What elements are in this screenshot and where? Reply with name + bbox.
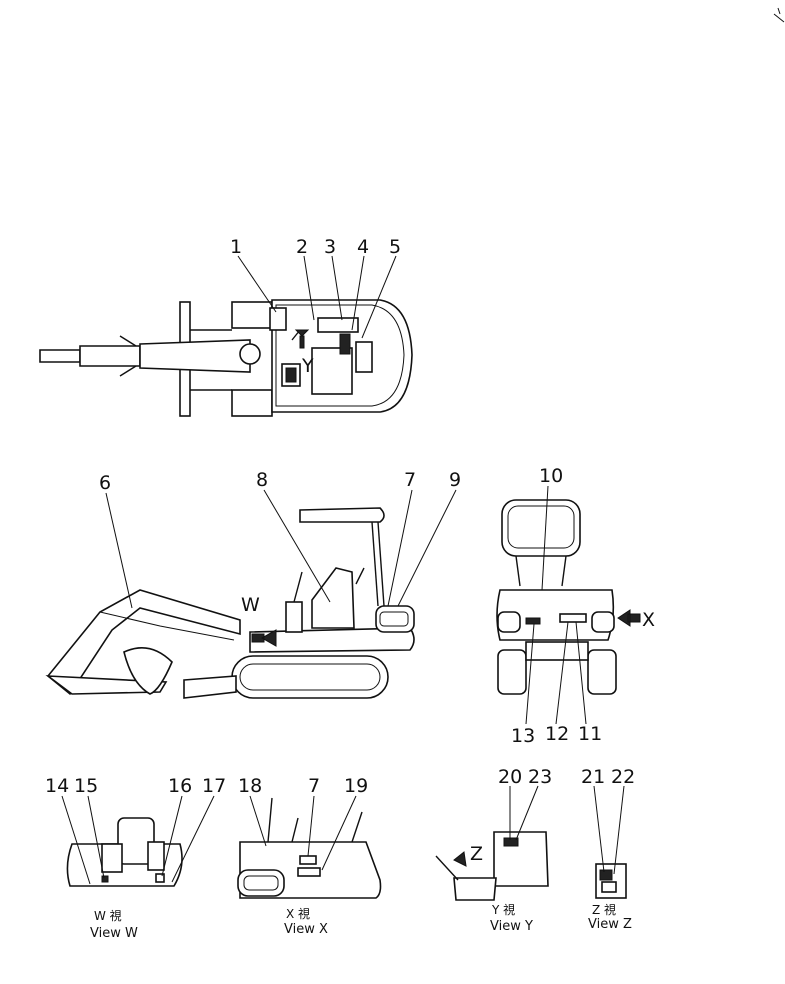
arrow-z-indicator — [453, 851, 467, 867]
callout-20: 20 — [498, 766, 522, 788]
top-left-track-front — [231, 301, 273, 329]
arrow-y-label: Y — [301, 355, 314, 377]
callout-numbers: 1 2 3 4 5 6 7 8 9 10 11 12 13 14 15 16 1… — [45, 236, 635, 797]
callout-3: 3 — [324, 236, 336, 258]
top-bucket — [39, 349, 81, 363]
view-w-leaders — [61, 795, 215, 885]
top-left-track-rear — [231, 389, 273, 417]
callout-22: 22 — [611, 766, 635, 788]
callout-18: 18 — [238, 775, 262, 797]
top-arm — [79, 345, 141, 367]
top-boom — [139, 339, 251, 373]
view-z-machine — [595, 863, 627, 899]
side-seat — [311, 567, 355, 629]
arrow-y-indicator — [294, 329, 310, 349]
side-track — [231, 655, 389, 699]
view-w-jp: W 視 — [94, 908, 122, 923]
callout-6: 6 — [99, 472, 111, 494]
view-z-leaders — [593, 785, 625, 875]
rear-canopy — [501, 499, 581, 557]
view-y-en: View Y — [490, 919, 533, 934]
callout-4: 4 — [357, 236, 369, 258]
callout-1: 1 — [230, 236, 242, 258]
arrow-w-label: W — [241, 594, 260, 616]
view-z-body — [595, 863, 627, 899]
view-x-jp: X 視 — [286, 906, 310, 921]
view-captions: W 視 View W X 視 View X Y 視 View Y Z 視 Vie… — [90, 902, 632, 941]
callout-9: 9 — [449, 469, 461, 491]
view-y-seat — [453, 877, 497, 901]
callout-2: 2 — [296, 236, 308, 258]
view-w-en: View W — [90, 926, 138, 941]
callout-11: 11 — [578, 723, 602, 745]
view-z-en: View Z — [588, 917, 632, 932]
callout-21: 21 — [581, 766, 605, 788]
view-x-leaders — [249, 795, 357, 871]
callout-17: 17 — [202, 775, 226, 797]
side-boom — [46, 589, 241, 696]
side-view-machine: W — [45, 507, 415, 699]
callout-12: 12 — [545, 723, 569, 745]
view-w-machine — [66, 817, 183, 887]
rear-counterweight — [496, 589, 615, 641]
callout-10: 10 — [539, 465, 563, 487]
arrow-x-indicator — [617, 609, 641, 627]
side-blade — [183, 675, 237, 699]
top-leaders — [237, 255, 397, 339]
view-y-body — [493, 831, 549, 887]
callout-14: 14 — [45, 775, 69, 797]
arrow-w-indicator — [251, 629, 277, 647]
callout-15: 15 — [74, 775, 98, 797]
arrow-x-label: X — [642, 609, 655, 631]
rear-view-machine: X — [496, 499, 655, 695]
view-y-jp: Y 視 — [491, 902, 515, 917]
top-view-machine: Y — [39, 299, 413, 417]
callout-8: 8 — [256, 469, 268, 491]
corner-mark — [773, 7, 785, 23]
rear-track-left — [497, 649, 527, 695]
rear-leaders — [525, 485, 587, 725]
callout-19: 19 — [344, 775, 368, 797]
side-leaders — [105, 489, 457, 609]
view-z-jp: Z 視 — [592, 902, 616, 917]
callout-7-view-x: 7 — [308, 775, 320, 797]
callout-5: 5 — [389, 236, 401, 258]
callout-23: 23 — [528, 766, 552, 788]
callout-13: 13 — [511, 725, 535, 747]
view-y-machine: Z — [435, 831, 549, 901]
view-x-machine — [237, 797, 382, 899]
side-bucket — [123, 646, 173, 695]
arrow-z-label: Z — [470, 843, 483, 865]
callout-16: 16 — [168, 775, 192, 797]
rear-track-right — [587, 649, 617, 695]
side-canopy-roof — [299, 507, 385, 523]
callout-7: 7 — [404, 469, 416, 491]
view-y-leaders — [509, 785, 539, 841]
view-x-en: View X — [284, 922, 328, 937]
